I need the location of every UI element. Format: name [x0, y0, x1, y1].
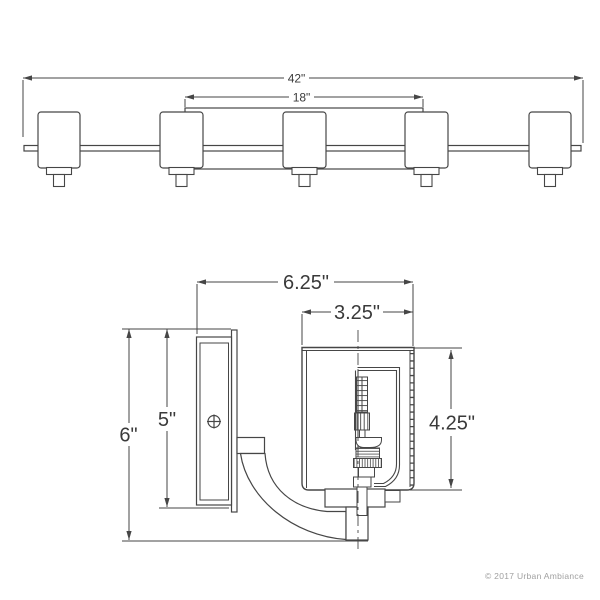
dimension-backplate-width: 18": [185, 91, 423, 105]
dimension-backplate-height: 5": [158, 329, 176, 507]
arm-mount: [236, 436, 266, 455]
socket-cup: [355, 437, 382, 448]
bar-end-step: [384, 490, 401, 503]
glass-shade-2: [159, 111, 204, 169]
dimension-shade-height: 4.25": [429, 350, 475, 488]
glass-shade-3: [282, 111, 327, 169]
wall-strip: [230, 329, 238, 513]
dim-label-6: 6": [119, 425, 137, 447]
glass-shade-1: [37, 111, 81, 169]
mounting-screw-icon: [207, 414, 221, 429]
side-view-drawing: 6.25" 3.25" 6" 5": [119, 272, 475, 552]
glass-shade-5: [528, 111, 572, 169]
dimension-shade-width: 3.25": [302, 302, 413, 324]
wall-plate-inner: [199, 342, 229, 501]
dim-label-42: 42": [288, 72, 306, 86]
dim-label-4-25: 4.25": [429, 413, 475, 435]
front-view-drawing: 42" 18": [22, 72, 584, 188]
dimension-overall-width: 42": [23, 72, 583, 86]
dim-label-5: 5": [158, 409, 176, 431]
dim-label-6-25: 6.25": [283, 272, 329, 294]
glass-shades-row: [37, 111, 572, 169]
front-view-extension-lines: [22, 80, 584, 143]
socket-assembly: [353, 376, 382, 488]
side-view-extension-lines: [122, 284, 462, 542]
socket-stems-row: [45, 166, 564, 188]
socket-base: [358, 467, 375, 478]
copyright-text: © 2017 Urban Ambiance: [485, 571, 584, 581]
bar-cross-section: [324, 488, 386, 508]
dim-label-3-25: 3.25": [334, 302, 380, 324]
glass-shade-4: [404, 111, 449, 169]
socket-body: [355, 447, 380, 459]
dimension-overall-depth: 6.25": [197, 272, 413, 294]
dimension-overall-height: 6": [119, 329, 138, 540]
hex-flange: [353, 476, 372, 488]
dim-label-18: 18": [293, 91, 311, 105]
insulator: [354, 412, 370, 431]
threaded-nipple: [356, 486, 368, 516]
socket-neck: [359, 429, 366, 438]
